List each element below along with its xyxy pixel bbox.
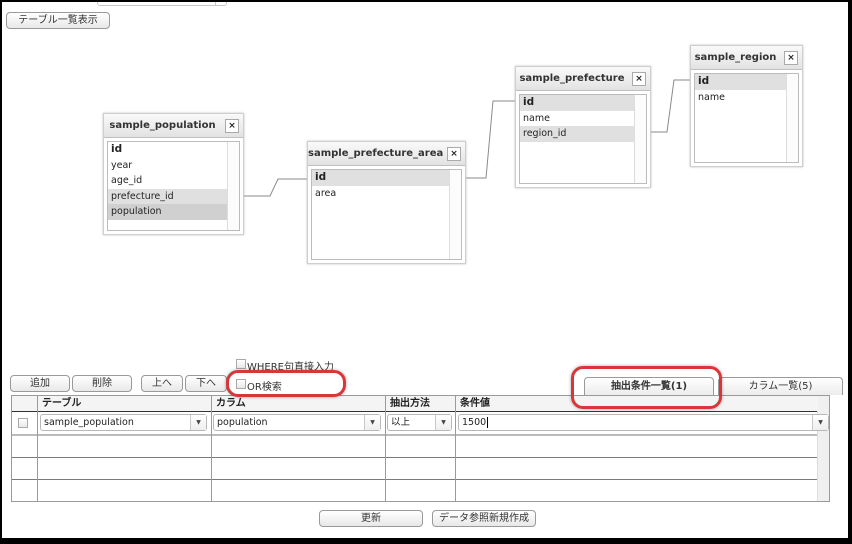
close-icon[interactable]: × — [225, 119, 239, 133]
row-divider — [12, 479, 817, 480]
chevron-down-icon[interactable]: ▼ — [190, 415, 206, 430]
column-select[interactable]: population ▼ — [213, 414, 381, 431]
table-name: sample_prefecture — [519, 73, 625, 84]
new-data-reference-button[interactable]: データ参照新規作成 — [432, 510, 536, 527]
column-divider — [455, 396, 456, 501]
relation-line-area-prefecture — [466, 100, 515, 179]
column-divider — [211, 396, 212, 501]
annotation-highlight-conditions-tab — [571, 366, 722, 409]
column-list: id area — [311, 169, 462, 260]
row-select-checkbox[interactable] — [18, 418, 28, 428]
or-search-checkbox[interactable] — [236, 379, 246, 389]
method-select-value: 以上 — [391, 417, 411, 428]
column-item[interactable]: name — [698, 91, 725, 103]
move-down-button[interactable]: 下へ — [185, 375, 227, 392]
column-item[interactable]: id — [695, 74, 786, 90]
where-direct-input-checkbox[interactable] — [236, 359, 246, 369]
scrollbar[interactable] — [634, 95, 646, 183]
where-direct-input-label: WHERE句直接入力 — [247, 362, 334, 373]
close-icon[interactable]: × — [632, 72, 646, 86]
column-item[interactable]: area — [315, 187, 337, 199]
table-box-sample-prefecture[interactable]: sample_prefecture × id name region_id — [515, 66, 651, 188]
table-name: sample_region — [694, 52, 777, 63]
grid-header-select — [12, 396, 37, 411]
row-divider — [12, 457, 817, 458]
column-item-selected[interactable]: population — [108, 204, 227, 220]
column-list: id name — [694, 73, 799, 163]
table-select[interactable]: sample_population ▼ — [40, 414, 207, 431]
condition-value-text: 1500 — [462, 417, 487, 428]
close-icon[interactable]: × — [784, 51, 798, 65]
table-box-header[interactable]: sample_prefecture_area × — [308, 142, 465, 166]
table-select-value: sample_population — [44, 417, 134, 428]
table-box-sample-population[interactable]: sample_population × id year age_id prefe… — [103, 113, 244, 235]
column-divider — [385, 396, 386, 501]
grid-header-table[interactable]: テーブル — [37, 396, 211, 411]
annotation-highlight-or-search — [226, 370, 346, 397]
text-cursor — [487, 417, 489, 428]
update-button[interactable]: 更新 — [319, 510, 423, 527]
close-icon[interactable]: × — [447, 147, 461, 161]
column-item[interactable]: id — [312, 170, 449, 186]
column-item[interactable]: id — [520, 95, 634, 111]
conditions-grid: テーブル カラム 抽出方法 条件値 sample_population ▼ po… — [11, 395, 830, 502]
column-item[interactable]: id — [111, 143, 123, 155]
top-dropdown[interactable] — [97, 2, 227, 6]
row-divider — [12, 434, 817, 436]
table-box-header[interactable]: sample_region × — [691, 46, 802, 70]
column-select-value: population — [217, 417, 268, 428]
column-item[interactable]: year — [111, 159, 133, 171]
grid-header-column[interactable]: カラム — [211, 396, 385, 411]
column-list: id year age_id prefecture_id population — [107, 141, 240, 231]
table-name: sample_population — [109, 120, 216, 131]
column-item[interactable]: age_id — [111, 175, 143, 186]
header-divider — [12, 411, 817, 412]
column-list: id name region_id — [519, 94, 647, 184]
method-select[interactable]: 以上 ▼ — [387, 414, 452, 431]
tab-conditions[interactable]: 抽出条件一覧(1) — [584, 377, 714, 395]
tab-columns[interactable]: カラム一覧(5) — [718, 377, 843, 395]
table-box-header[interactable]: sample_prefecture × — [516, 67, 650, 91]
scrollbar[interactable] — [227, 142, 239, 230]
table-box-header[interactable]: sample_population × — [104, 114, 243, 138]
grid-header-method[interactable]: 抽出方法 — [385, 396, 455, 411]
scrollbar[interactable] — [786, 74, 798, 162]
query-builder-window: テーブル一覧表示 sample_population × id year age… — [2, 2, 848, 538]
table-box-sample-prefecture-area[interactable]: sample_prefecture_area × id area — [307, 141, 466, 264]
move-up-button[interactable]: 上へ — [141, 375, 183, 392]
relation-line-population-area — [242, 178, 308, 197]
column-divider — [37, 396, 38, 501]
table-name: sample_prefecture_area — [308, 148, 444, 159]
chevron-down-icon[interactable]: ▼ — [435, 415, 451, 430]
table-box-sample-region[interactable]: sample_region × id name — [690, 45, 803, 167]
relation-line-prefecture-region — [651, 79, 691, 133]
column-item[interactable]: region_id — [520, 126, 634, 142]
grid-scrollbar[interactable] — [817, 396, 829, 501]
column-item[interactable]: name — [523, 112, 550, 124]
or-search-label: OR検索 — [247, 382, 282, 393]
table-list-button[interactable]: テーブル一覧表示 — [6, 12, 110, 29]
chevron-down-icon[interactable]: ▼ — [364, 415, 380, 430]
condition-value-input[interactable]: 1500 ▼ — [458, 414, 829, 431]
scrollbar[interactable] — [449, 170, 461, 259]
column-item[interactable]: prefecture_id — [108, 188, 227, 204]
chevron-down-icon[interactable]: ▼ — [812, 415, 828, 430]
add-button[interactable]: 追加 — [10, 375, 70, 392]
relation-lines — [242, 79, 691, 197]
delete-button[interactable]: 削除 — [72, 375, 132, 392]
